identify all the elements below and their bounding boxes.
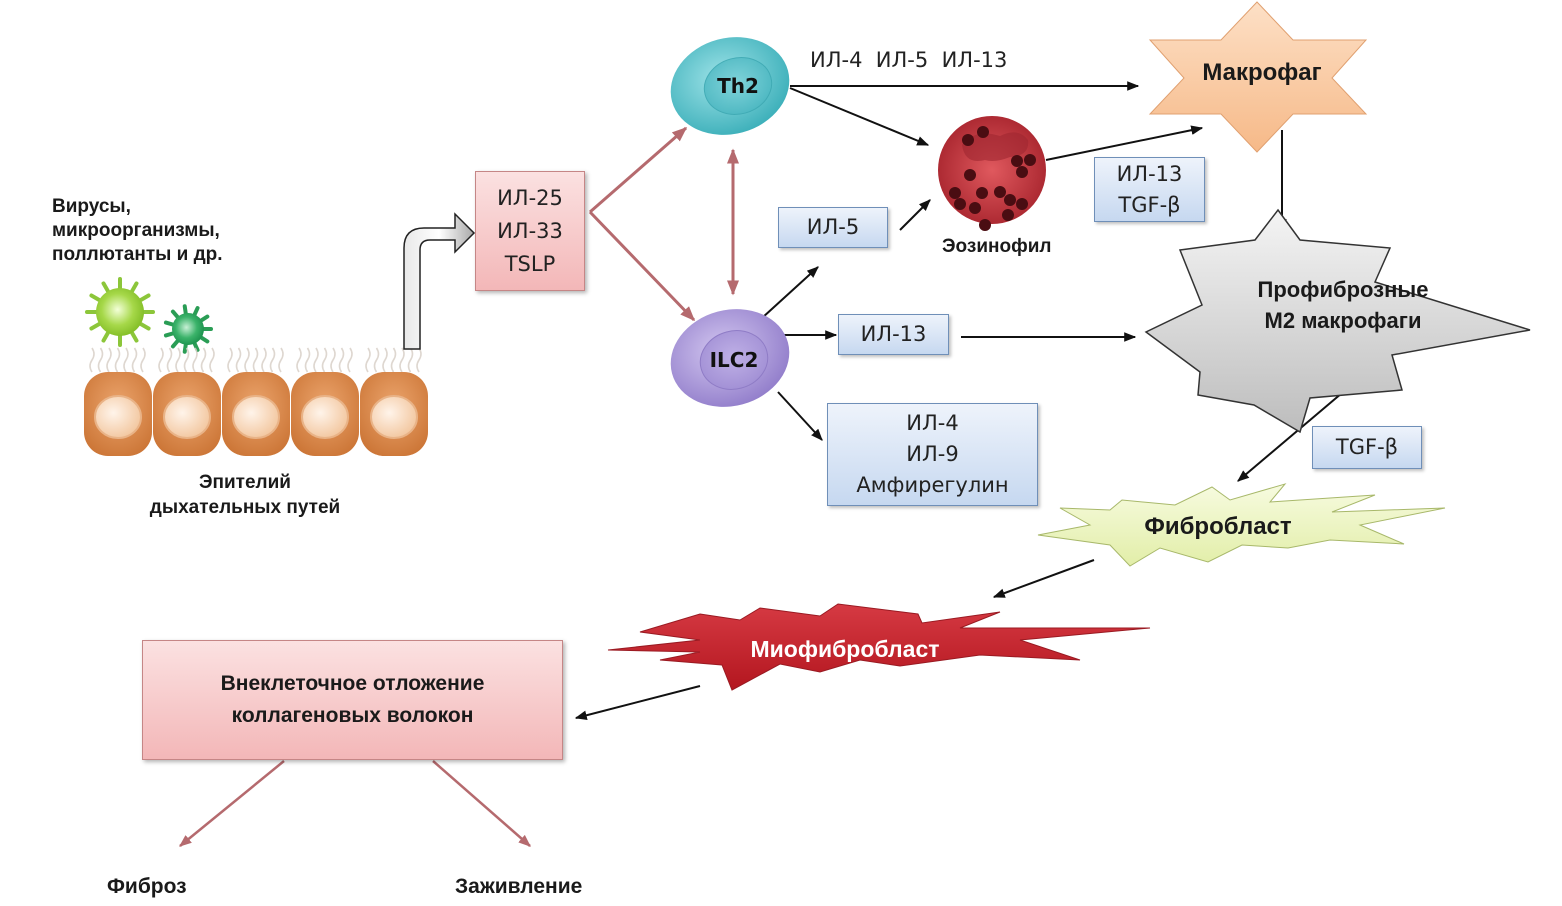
collagen-line-2: коллагеновых волокон	[231, 704, 474, 727]
product-il9: ИЛ-9	[906, 442, 959, 466]
eos-product-tgfb: TGF-β	[1118, 192, 1181, 217]
th2-cell: Th2	[670, 37, 790, 135]
m2-to-fibroblast-arrow	[1237, 392, 1343, 482]
eosinophil-granule	[977, 126, 989, 138]
eosinophil-granule	[1011, 155, 1023, 167]
epithelial-cell	[360, 347, 428, 456]
eosinophil-granule	[1016, 198, 1028, 210]
epithelium-line-1: Эпителий	[199, 472, 291, 493]
th2-label: Th2	[717, 74, 759, 98]
eosinophil-granule	[976, 187, 988, 199]
th2-to-eosinophil-arrow	[789, 87, 930, 146]
stimuli-line-2: микроорганизмы,	[52, 220, 220, 241]
eosinophil-products-box: ИЛ-13 TGF-β	[1094, 157, 1205, 222]
eosinophil-granule	[954, 198, 966, 210]
fibrosis-outcome-label: Фиброз	[107, 875, 187, 898]
m2-label-line2: М2 макрофаги	[1265, 308, 1422, 333]
eosinophil-granule	[969, 202, 981, 214]
eosinophil-granule	[1004, 194, 1016, 206]
eosinophil-label: Эозинофил	[942, 236, 1052, 257]
epithelial-cell	[84, 347, 152, 456]
macrophage-shape: Макрофаг	[1148, 1, 1368, 153]
ilc2-cell: ILC2	[670, 309, 790, 407]
alarmin-tslp: TSLP	[504, 251, 556, 276]
eosinophil-cell	[938, 116, 1046, 231]
eosinophil-granule	[1024, 154, 1036, 166]
stimuli-label: Вирусы, микроорганизмы, поллютанты и др.	[52, 195, 223, 267]
virus-small-icon	[163, 304, 213, 354]
alarmins-to-th2-arrow	[589, 126, 688, 214]
il5-text: ИЛ-5	[806, 215, 860, 239]
th2-cytokines-label: ИЛ-4 ИЛ-5 ИЛ-13	[810, 48, 1008, 72]
eosinophil-granule	[1002, 209, 1014, 221]
il13-box: ИЛ-13	[838, 314, 949, 355]
myofibroblast-label: Миофибробласт	[750, 636, 939, 662]
alarmin-il25: ИЛ-25	[497, 185, 563, 210]
ilc2-to-il5-arrow	[761, 266, 819, 319]
epithelium-label: Эпителий дыхательных путей	[120, 470, 370, 520]
il5-box: ИЛ-5	[778, 207, 888, 248]
tgfb-box: TGF-β	[1312, 426, 1422, 469]
eosinophil-granule	[1016, 166, 1028, 178]
fibroblast-to-myofibroblast-arrow	[992, 559, 1095, 598]
product-il4: ИЛ-4	[906, 411, 959, 435]
tgfb-text: TGF-β	[1335, 435, 1399, 459]
epithelium-cells	[84, 347, 428, 456]
alarmin-il33: ИЛ-33	[497, 218, 563, 243]
collagen-line-1: Внеклеточное отложение	[220, 672, 485, 695]
eosinophil-granule	[964, 169, 976, 181]
fibroblast-label: Фибробласт	[1144, 513, 1292, 540]
stimuli-line-3: поллютанты и др.	[52, 244, 223, 265]
ilc2-products-box: ИЛ-4 ИЛ-9 Амфирегулин	[827, 403, 1038, 506]
epithelium-line-2: дыхательных путей	[149, 497, 341, 518]
eosinophil-granule	[994, 186, 1006, 198]
fibroblast-shape: Фибробласт	[1037, 483, 1446, 567]
collagen-to-healing-arrow	[432, 760, 531, 847]
macrophage-label: Макрофаг	[1202, 59, 1321, 86]
m2-macrophages-shape: Профиброзные М2 макрофаги	[1144, 208, 1531, 434]
eosinophil-granule	[962, 134, 974, 146]
eosinophil-granule	[949, 187, 961, 199]
epithelium-to-alarmins-arrow	[403, 212, 476, 350]
epithelial-cell	[291, 347, 359, 456]
epithelial-cell	[222, 347, 290, 456]
ilc2-label: ILC2	[710, 348, 759, 372]
il13-text: ИЛ-13	[860, 322, 927, 346]
ilc2-to-products-arrow	[777, 391, 823, 441]
collagen-to-fibrosis-arrow	[179, 760, 285, 847]
product-amphiregulin: Амфирегулин	[856, 473, 1009, 497]
myofibroblast-shape: Миофибробласт	[607, 603, 1151, 691]
eosinophil-granule	[979, 219, 991, 231]
healing-outcome-label: Заживление	[455, 875, 583, 898]
il5-to-eosinophil-arrow	[899, 199, 931, 231]
epithelial-cell	[153, 347, 221, 456]
eos-product-il13: ИЛ-13	[1116, 161, 1183, 186]
eosinophil-to-macrophage-arrow	[1045, 125, 1204, 161]
m2-label-line1: Профиброзные	[1258, 277, 1429, 302]
myofibroblast-to-collagen-arrow	[574, 685, 701, 720]
collagen-deposition-box: Внеклеточное отложение коллагеновых воло…	[142, 640, 563, 760]
stimuli-line-1: Вирусы,	[52, 196, 131, 217]
alarmins-to-ilc2-arrow	[588, 210, 696, 322]
alarmins-box: ИЛ-25 ИЛ-33 TSLP	[475, 171, 585, 291]
virus-large-icon	[85, 277, 155, 347]
